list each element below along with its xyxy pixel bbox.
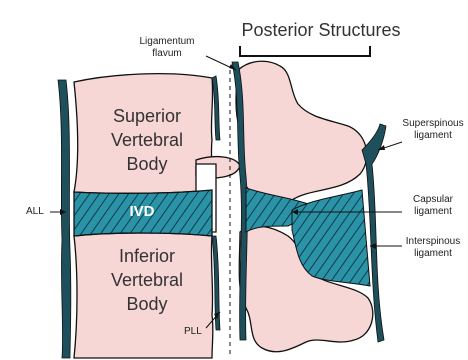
interspinous-label: Interspinous ligament [398, 236, 468, 260]
pll-label: PLL [184, 326, 202, 338]
superior-posterior-element [236, 61, 367, 206]
superior-vertebral-body-label: Superior Vertebral Body [82, 104, 212, 176]
inferior-vertebral-body-label: Inferior Vertebral Body [82, 244, 212, 316]
capsular-label: Capsular ligament [400, 194, 466, 218]
ligamentum-flavum-label: Ligamentum flavum [126, 36, 208, 60]
ivd-label: IVD [112, 203, 172, 220]
posterior-structures-title: Posterior Structures [226, 20, 416, 41]
supraspinous-label: Superspinous ligament [398, 118, 468, 142]
posterior-bracket [240, 46, 370, 56]
all-label: ALL [26, 206, 44, 218]
anterior-longitudinal-ligament [58, 80, 71, 358]
